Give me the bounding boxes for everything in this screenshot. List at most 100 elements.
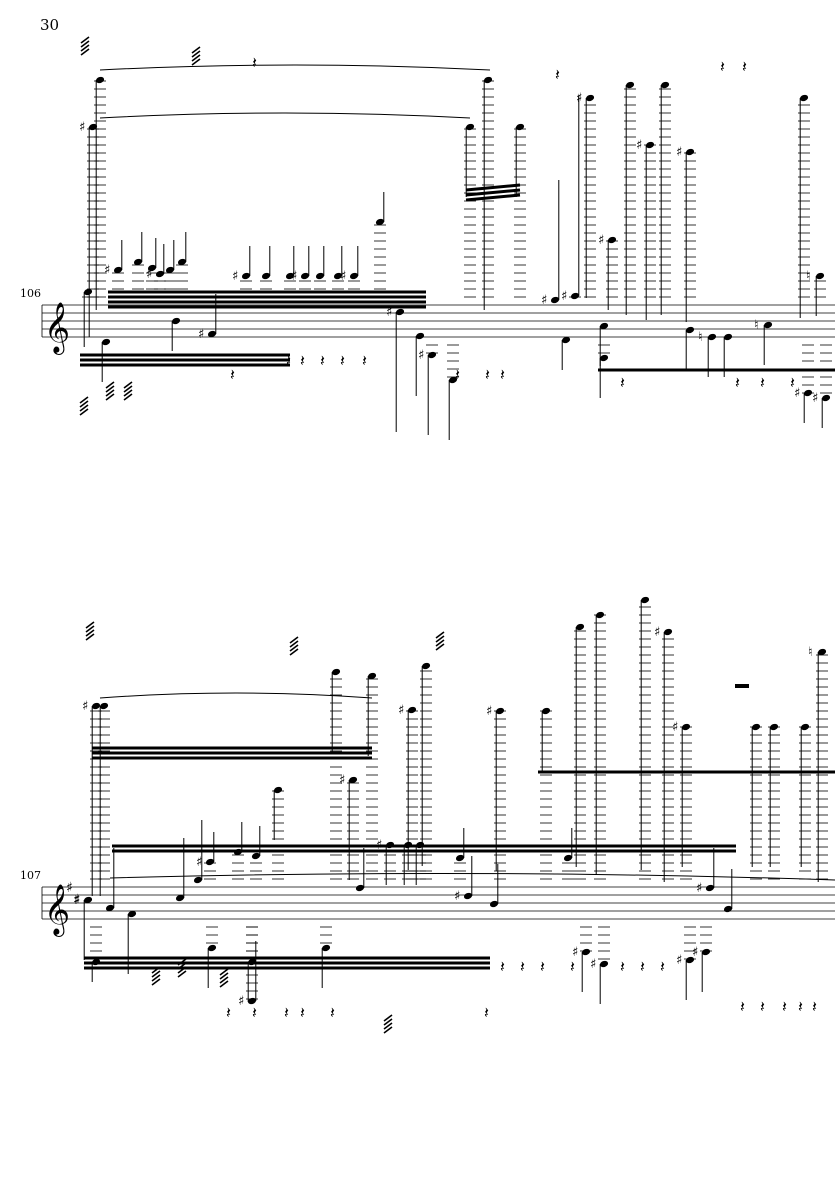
accidental: ♯: [74, 893, 80, 908]
rest: 𝄽: [540, 957, 545, 976]
rest: 𝄽: [742, 57, 747, 76]
notehead: [599, 322, 609, 330]
notehead: [177, 258, 187, 266]
rest: 𝄽: [735, 373, 740, 392]
notehead: [407, 706, 417, 714]
measure-number-107: 107: [20, 869, 41, 882]
tremolo-slash: [105, 389, 115, 397]
rest: 𝄽: [484, 1003, 489, 1022]
tremolo-slash: [191, 54, 201, 62]
notehead: [723, 905, 733, 913]
notehead: [660, 81, 670, 89]
tie: [109, 872, 835, 881]
rest: 𝄽: [640, 957, 645, 976]
accidental: ♯: [386, 305, 392, 320]
tie: [99, 64, 491, 71]
beam: [465, 188, 521, 197]
svg-text:♯: ♯: [66, 880, 73, 896]
tremolo-slash: [123, 381, 133, 389]
rest: 𝄽: [570, 957, 575, 976]
tremolo-slash: [85, 621, 95, 629]
notehead: [607, 236, 617, 244]
tie: [99, 112, 471, 119]
tremolo-slash: [151, 974, 161, 982]
staff-system-2: [41, 886, 835, 920]
notehead: [563, 854, 573, 862]
rest: 𝄽: [252, 53, 257, 72]
tie: [99, 692, 373, 699]
notehead: [395, 308, 405, 316]
measure-number-106: 106: [20, 287, 41, 300]
rest: 𝄽: [620, 957, 625, 976]
accidental: ♯: [692, 945, 698, 960]
rest: 𝄽: [520, 957, 525, 976]
rest: 𝄽: [252, 1003, 257, 1022]
tremolo-slash: [105, 393, 115, 401]
tremolo-slash: [289, 648, 299, 656]
rest: 𝄽: [798, 997, 803, 1016]
staff-system-1: [41, 304, 835, 338]
notehead: [91, 702, 101, 710]
tremolo-slash: [191, 58, 201, 66]
tremolo-slash: [177, 970, 187, 978]
rest: 𝄽: [760, 997, 765, 1016]
notehead: [205, 858, 215, 866]
notehead: [165, 266, 175, 274]
notehead: [241, 272, 251, 280]
accidental: ♯: [696, 881, 702, 896]
notehead: [815, 272, 825, 280]
rest: 𝄽: [226, 1003, 231, 1022]
notehead: [261, 272, 271, 280]
rest: 𝄽: [485, 365, 490, 384]
notehead: [207, 330, 217, 338]
rest: 𝄽: [362, 351, 367, 370]
notation-layer-system-2: ♯♯♯♯♯♯♯♮♯♯♯♯♯♯♯♯♯𝄽𝄽𝄽𝄽𝄽𝄽𝄽𝄽𝄽𝄽𝄽𝄽𝄽𝄽𝄽𝄽𝄽𝄽: [74, 596, 835, 1034]
tremolo-slash: [80, 48, 90, 56]
notehead: [367, 672, 377, 680]
notehead: [95, 76, 105, 84]
tremolo-slash: [85, 633, 95, 641]
notehead: [147, 264, 157, 272]
tremolo-slash: [191, 50, 201, 58]
notehead: [448, 376, 458, 384]
notehead: [685, 148, 695, 156]
notehead: [133, 258, 143, 266]
notehead: [575, 623, 585, 631]
rest: 𝄽: [300, 1003, 305, 1022]
tremolo-slash: [289, 644, 299, 652]
accidental: ♯: [418, 348, 424, 363]
rest: 𝄽: [286, 351, 291, 370]
tremolo-slash: [435, 643, 445, 651]
notehead: [663, 628, 673, 636]
tremolo-slash: [80, 36, 90, 44]
svg-text:♯: ♯: [73, 892, 80, 908]
notehead: [113, 266, 123, 274]
rest: 𝄽: [660, 957, 665, 976]
notehead: [355, 884, 365, 892]
tremolo-slash: [435, 635, 445, 643]
beam: [465, 183, 521, 192]
accidental: ♯: [339, 773, 345, 788]
notehead: [349, 272, 359, 280]
accidental: ♯: [340, 269, 346, 284]
notehead: [515, 123, 525, 131]
notehead: [171, 317, 181, 325]
tremolo-slash: [85, 629, 95, 637]
accidental: ♯: [676, 145, 682, 160]
notehead: [705, 884, 715, 892]
notehead: [585, 94, 595, 102]
tremolo-slash: [219, 976, 229, 984]
accidental: ♯: [454, 889, 460, 904]
tremolo-slash: [79, 404, 89, 412]
tremolo-slash: [123, 393, 133, 401]
tremolo-slash: [105, 381, 115, 389]
tremolo-slash: [177, 958, 187, 966]
tremolo-slash: [79, 396, 89, 404]
tremolo-slash: [177, 962, 187, 970]
notehead: [489, 900, 499, 908]
rest: 𝄽: [790, 373, 795, 392]
tremolo-slash: [383, 1014, 393, 1022]
accidental: ♯: [198, 327, 204, 342]
treble-clef-1: 𝄞: [44, 302, 70, 355]
